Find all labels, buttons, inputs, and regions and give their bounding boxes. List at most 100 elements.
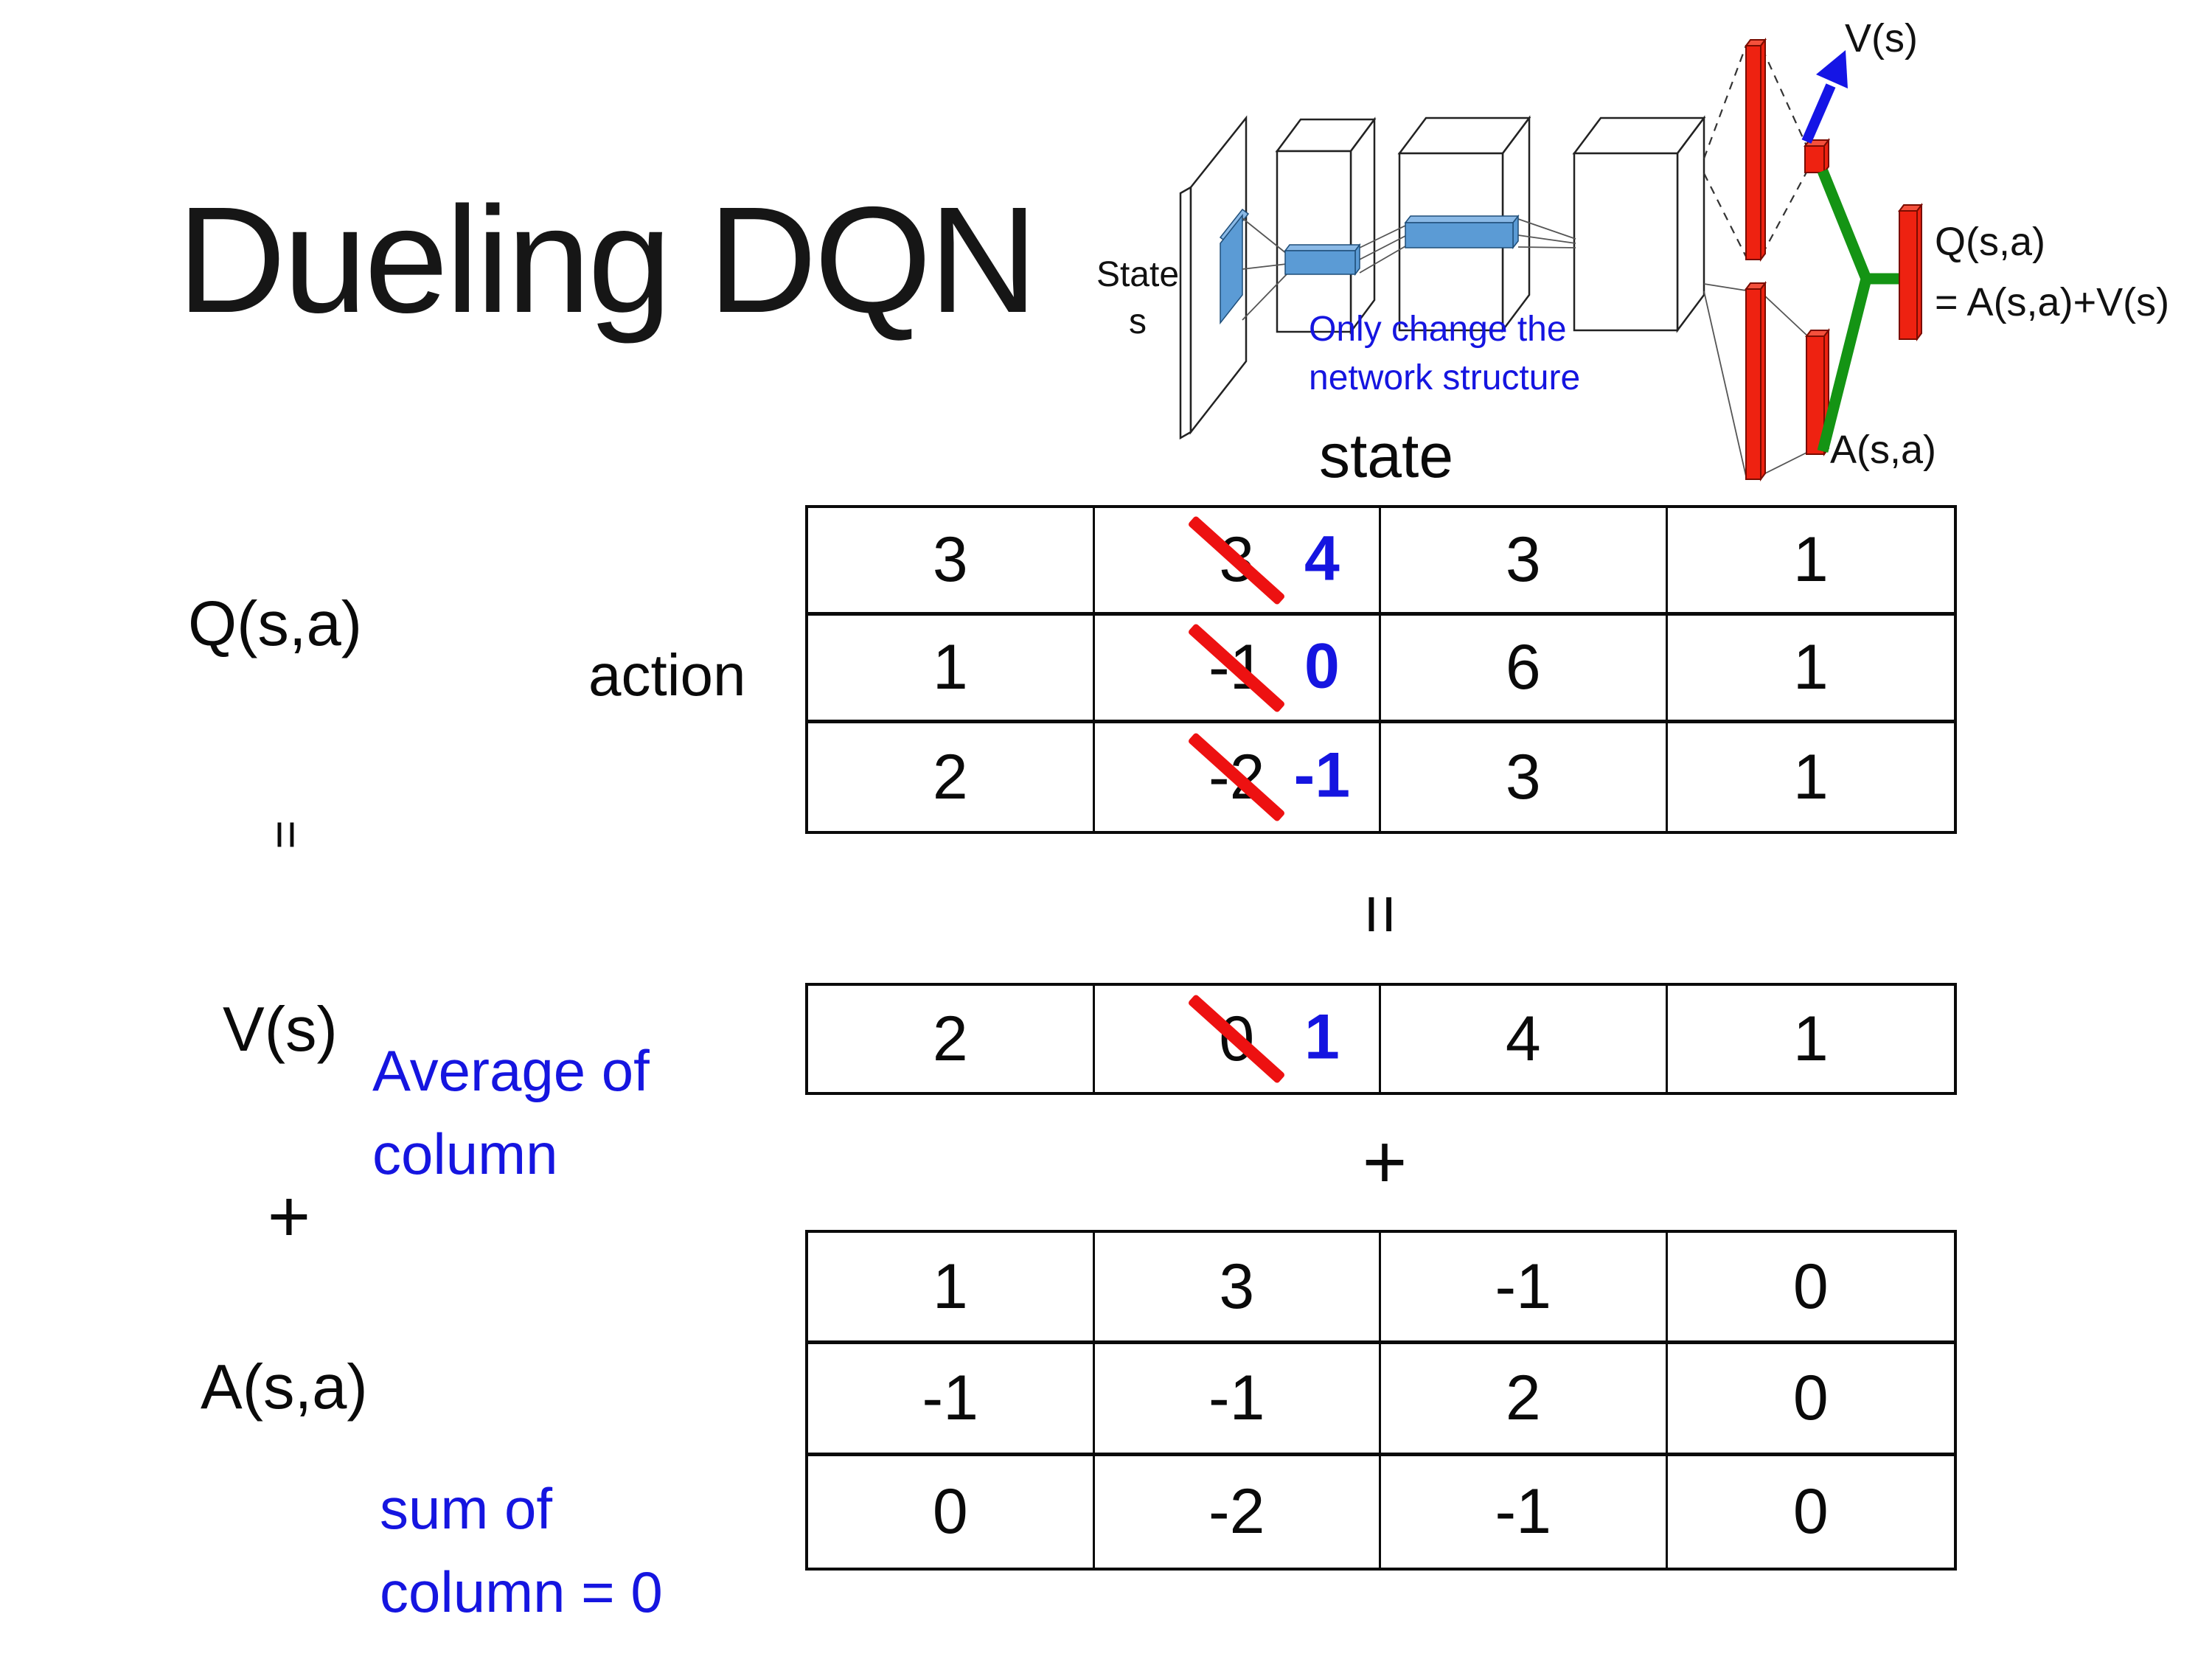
table-cell: -1 [808, 1344, 1095, 1456]
cell-value: 1 [1792, 632, 1829, 703]
v-arrow-icon [1801, 50, 1848, 144]
conv-filter-icon [1219, 208, 1250, 325]
table-cell: 3 [1381, 723, 1668, 831]
diagram-asa-label: A(s,a) [1830, 428, 1936, 472]
cell-value: 3 [1505, 524, 1541, 595]
cell-value: 0 [1792, 1475, 1829, 1547]
table-cell: -2-1 [1095, 723, 1381, 831]
advantage-stream-lines [1703, 283, 1810, 477]
average-of-column-note: Average of column [372, 1029, 650, 1196]
cell-value: 3 [932, 524, 968, 595]
diagram-qsa-formula-label: = A(s,a)+V(s) [1935, 280, 2169, 324]
value-stream-dashed-lines [1703, 45, 1809, 257]
sum-note-line1: sum of [380, 1476, 553, 1541]
table-cell: 1 [1668, 986, 1955, 1092]
cell-value: 2 [932, 1003, 968, 1074]
input-state-plane-icon [1179, 115, 1248, 440]
table-cell: 34 [1094, 508, 1381, 616]
diagram-note-line2: network structure [1309, 358, 1580, 397]
cell-value: -2 [1208, 1475, 1265, 1547]
diagram-qsa-label: Q(s,a) [1935, 220, 2045, 264]
table-cell: 4 [1381, 986, 1668, 1092]
cell-value: -1 [922, 1362, 978, 1433]
cell-value: 0 [932, 1475, 968, 1547]
aggregation-link-icon [1817, 169, 1899, 453]
cell-value: 6 [1505, 632, 1541, 703]
table-cell: 0 [808, 1455, 1095, 1568]
table-cell: -10 [1094, 616, 1381, 723]
equals-sign-left: = [258, 820, 314, 849]
table-cell: -2 [1095, 1455, 1381, 1568]
cell-value: 0 [1792, 1362, 1829, 1433]
q-output-bar-icon [1898, 203, 1923, 341]
table-cell: 0 [1667, 1344, 1954, 1456]
advantage-hidden-bar-icon [1745, 281, 1767, 481]
feature-bar-1-icon [1284, 243, 1361, 276]
plus-sign-left: + [267, 1175, 311, 1258]
advantage-vector-icon [1805, 328, 1830, 456]
q-term-label: Q(s,a) [188, 589, 363, 659]
table-cell: 0 [1668, 1456, 1955, 1568]
average-note-line1: Average of [372, 1038, 650, 1103]
value-hidden-bar-icon [1745, 38, 1767, 262]
table-cell: 3 [1381, 508, 1668, 616]
cell-value: 4 [1505, 1003, 1541, 1074]
feature-link-lines [1242, 218, 1576, 321]
table-cell: 3 [808, 508, 1095, 616]
plus-sign-center: + [1362, 1119, 1408, 1205]
table-cell: 1 [808, 1233, 1095, 1345]
average-note-line2: column [372, 1121, 558, 1187]
table-cell: 1 [808, 616, 1095, 723]
diagram-note-line1: Only change the [1309, 310, 1567, 349]
diagram-vs-label: V(s) [1845, 16, 1918, 60]
v-term-label: V(s) [223, 995, 338, 1065]
cell-value: 1 [1792, 524, 1829, 595]
a-term-label: A(s,a) [201, 1352, 368, 1422]
corrected-value: -1 [1293, 740, 1351, 811]
table-cell: 1 [1667, 508, 1954, 616]
cell-value: 0 [1792, 1251, 1829, 1322]
table-cell: 2 [808, 723, 1095, 831]
value-scalar-icon [1804, 138, 1830, 175]
cell-value: -1 [1495, 1475, 1551, 1547]
table-cell: 2 [808, 986, 1095, 1092]
cell-value: 2 [1505, 1362, 1541, 1433]
cell-value: 1 [1792, 741, 1829, 813]
table-cell: -1 [1094, 1344, 1381, 1456]
corrected-value: 0 [1304, 630, 1340, 702]
cell-value: 2 [932, 741, 968, 813]
dueling-network-diagram: State s V(s) Q(s,a) = A(s,a)+V(s) A(s,a)… [1096, 16, 2169, 481]
feature-bar-2-icon [1404, 214, 1520, 250]
cell-value: 3 [1505, 741, 1541, 813]
table-cell: 0 [1667, 1233, 1954, 1345]
fc-box-icon [1572, 115, 1706, 333]
cell-value: 1 [1792, 1003, 1829, 1074]
corrected-value: 1 [1304, 1001, 1340, 1073]
table-cell: 3 [1094, 1233, 1381, 1345]
a-value-table: 1 3 -1 0 -1 -1 2 0 0 -2 -1 0 [805, 1230, 1957, 1571]
state-axis-label: state [1318, 421, 1454, 490]
table-cell: 2 [1381, 1344, 1668, 1456]
cell-value: 3 [1219, 1251, 1255, 1322]
sum-note-line2: column = 0 [380, 1559, 663, 1625]
equals-sign-center: = [1341, 894, 1420, 935]
diagram-state-s-label: s [1129, 302, 1147, 341]
slide-title: Dueling DQN [177, 175, 1038, 344]
conv-box-1-icon [1275, 116, 1377, 335]
cell-value: 1 [932, 632, 968, 703]
table-cell: -1 [1381, 1455, 1668, 1568]
corrected-value: 4 [1304, 523, 1340, 594]
v-value-table: 2 01 4 1 [805, 983, 1957, 1095]
table-cell: 6 [1381, 616, 1668, 723]
table-cell: -1 [1381, 1233, 1668, 1345]
action-axis-label: action [588, 642, 746, 708]
cell-value: -1 [1208, 1362, 1265, 1433]
sum-of-column-note: sum of column = 0 [380, 1467, 663, 1634]
table-cell: 1 [1667, 616, 1954, 723]
table-cell: 01 [1095, 986, 1381, 1092]
cell-value: -1 [1495, 1251, 1551, 1322]
cell-value: 1 [932, 1251, 968, 1322]
diagram-state-label: State [1096, 255, 1179, 294]
